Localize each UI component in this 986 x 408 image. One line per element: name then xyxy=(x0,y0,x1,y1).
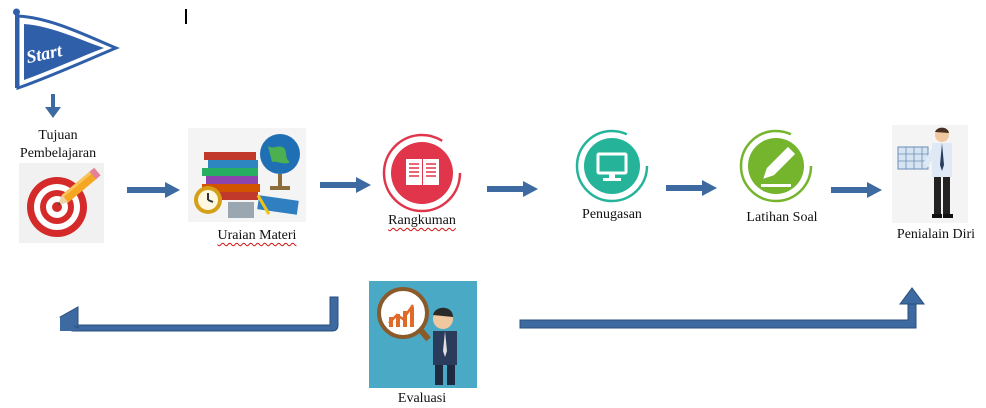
text-cursor xyxy=(185,9,187,24)
flow-arrow-4 xyxy=(666,179,718,197)
businessman-chart-icon xyxy=(892,125,968,223)
latihan-label: Latihan Soal xyxy=(746,210,818,225)
magnifier-man-chart-icon xyxy=(369,281,477,388)
penugasan-label: Penugasan xyxy=(582,207,642,222)
rangkuman-label: Rangkuman xyxy=(388,213,456,228)
return-arrow-left xyxy=(50,295,350,340)
target-with-pencil-icon xyxy=(19,163,104,243)
books-globe-clock-icon xyxy=(188,128,306,222)
document-circle-icon xyxy=(380,131,464,215)
down-arrow xyxy=(44,94,62,120)
flow-arrow-2 xyxy=(320,176,372,194)
return-arrow-right xyxy=(516,286,936,336)
monitor-circle-icon xyxy=(573,127,651,205)
flow-arrow-1 xyxy=(127,181,181,199)
evaluasi-label: Evaluasi xyxy=(397,391,447,406)
flow-arrow-5 xyxy=(831,181,883,199)
uraian-label: Uraian Materi xyxy=(217,228,297,243)
start-flag-icon: Start xyxy=(12,8,120,90)
penilaian-label: Penialain Diri xyxy=(896,227,976,242)
flow-arrow-3 xyxy=(487,180,539,198)
tujuan-label: Tujuan Pembelajaran xyxy=(19,128,97,161)
pencil-circle-icon xyxy=(737,126,815,206)
